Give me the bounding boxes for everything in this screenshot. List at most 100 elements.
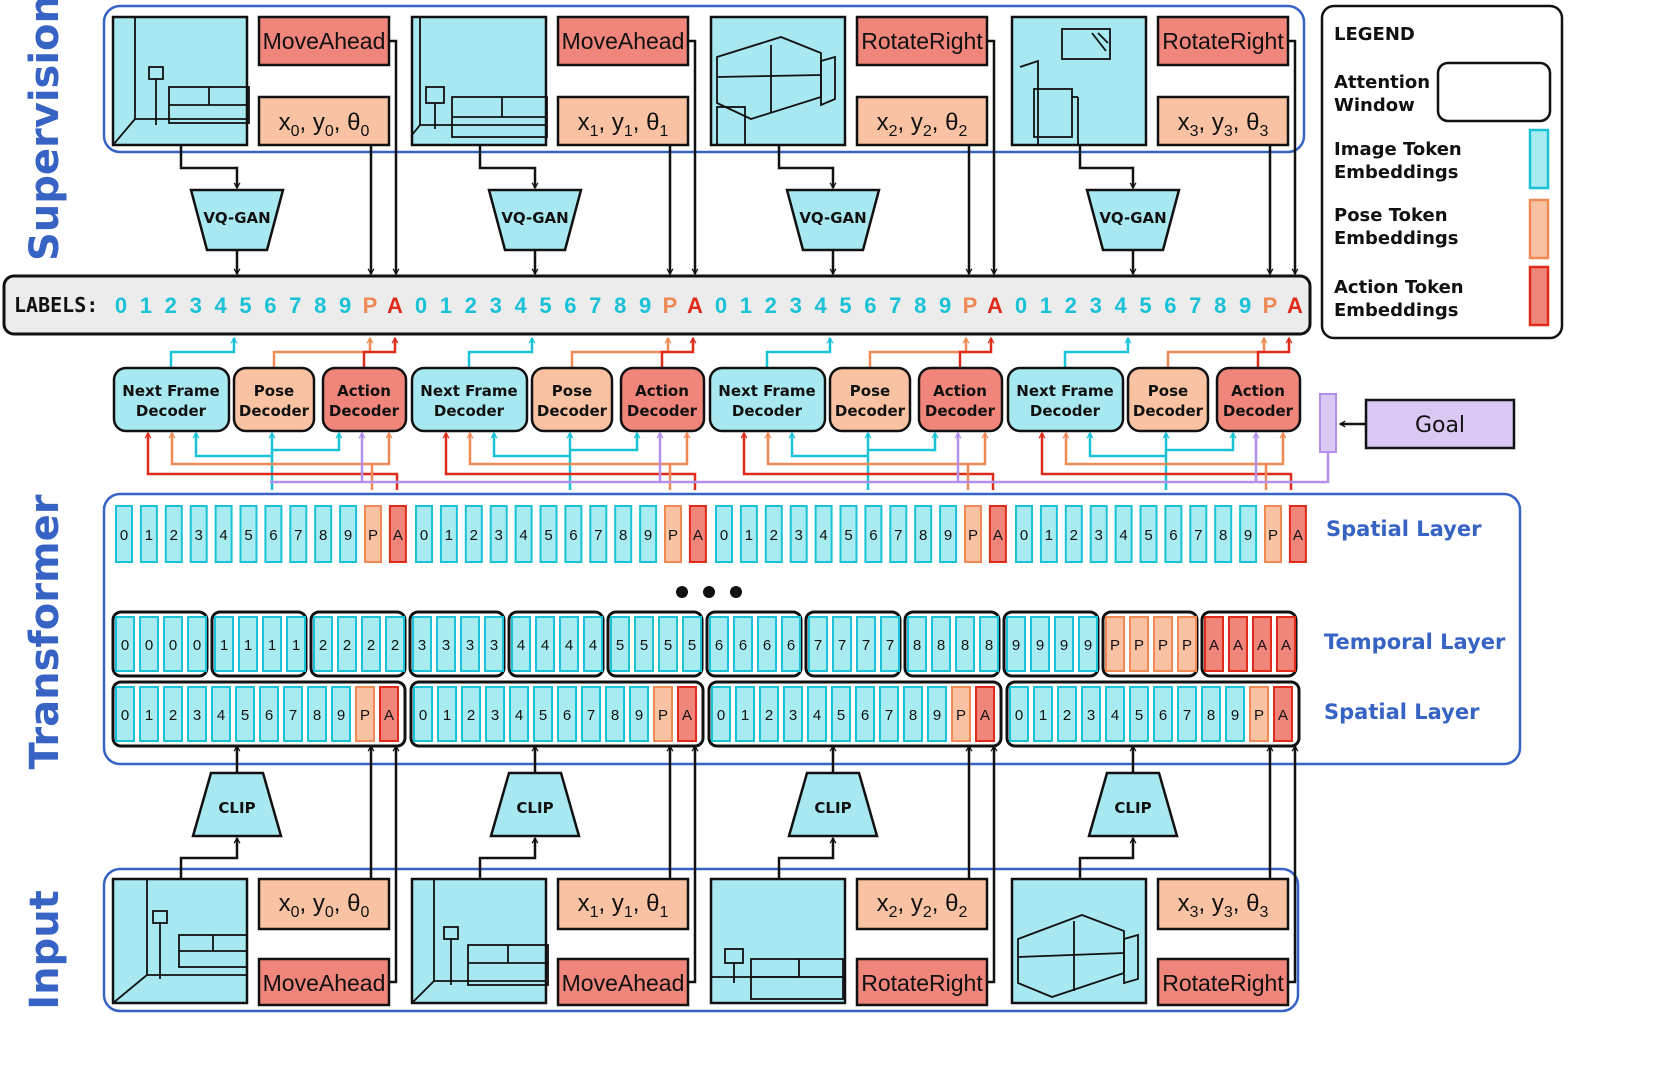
arrow-pose-out [1166,338,1264,368]
token-label: P [1134,637,1144,654]
token-label: 9 [1084,637,1092,654]
token-box [509,686,529,742]
token-box [951,686,971,742]
input-pose-label: x2, y2, θ2 [877,890,968,921]
spatial-bottom-token: 9 [331,686,351,742]
token-label: P [1182,637,1192,654]
spatial-bottom-token: P [951,686,971,742]
label-token: 4 [814,293,827,318]
supervision-frame [102,4,1306,154]
arrow-i-nf [792,433,868,458]
token-box [781,616,801,672]
arrow-action-tokens [688,746,695,984]
token-label: 2 [391,637,399,654]
temporal-token: 9 [1054,616,1074,672]
label-token: 7 [589,293,601,318]
layer-ellipsis [676,586,742,598]
vqgan-shape [785,188,881,252]
pose-decoder [1126,366,1210,433]
token-label: 3 [495,527,503,544]
label-token: 8 [314,293,326,318]
token-label: 2 [319,637,327,654]
token-box [535,616,555,672]
token-box [211,686,231,742]
temporal-token: 0 [139,616,159,672]
token-box [807,686,827,742]
temporal-token: A [1276,616,1296,672]
spatial-bottom-token: 1 [735,686,755,742]
token-label: 1 [268,637,276,654]
temporal-token: 8 [907,616,927,672]
spatial-top-token: 2 [764,505,783,563]
token-box [889,505,908,563]
token-box [677,686,697,742]
spatial-top-token: 1 [139,505,158,563]
supervision-action-box [1156,15,1290,67]
token-box [461,686,481,742]
clip-encoder-2: CLIP [787,771,879,838]
token-label: 8 [937,637,945,654]
spatial-top-token: A [688,505,707,563]
spatial-top-token: P [1264,505,1282,563]
label-token: 3 [490,293,502,318]
token-label: 9 [1244,527,1252,544]
token-box [163,616,183,672]
token-box [464,505,483,563]
temporal-token: 6 [757,616,777,672]
spatial-bottom-token: 4 [1105,686,1125,742]
spatial-bottom-token: 0 [413,686,433,742]
arrow-i-act [570,433,637,452]
token-box [931,616,951,672]
token-label: 7 [1194,527,1202,544]
token-box [313,616,333,672]
label-token: 9 [339,293,351,318]
arrow-p-act [670,433,687,466]
temporal-token: 5 [682,616,702,672]
spatial-bottom-token: 7 [1177,686,1197,742]
token-box [605,686,625,742]
token-label: 7 [587,707,595,724]
spatial-bottom-token: 3 [485,686,505,742]
token-label: 8 [961,637,969,654]
token-box [337,616,357,672]
supervision-pose-box [257,95,391,147]
supervision-pose-label: x0, y0, θ0 [279,109,370,140]
arrow-i-nf [494,433,570,458]
token-label: 7 [289,707,297,724]
token-box [412,616,432,672]
token-label: 6 [869,527,877,544]
spatial-bottom-token: 9 [1225,686,1245,742]
spatial-bottom-token: P [1249,686,1269,742]
spatial-bottom-token: 2 [461,686,481,742]
token-box [264,505,283,563]
token-box [163,686,183,742]
token-label: 9 [1231,707,1239,724]
spatial-bottom-token: 9 [927,686,947,742]
token-label: 4 [813,707,821,724]
arrow-p-nf [172,433,374,490]
token-box [711,686,731,742]
token-label: A [993,527,1003,544]
arrow-p-nf [768,433,970,490]
token-box [1276,616,1296,672]
spatial-top-token: 0 [115,505,133,563]
temporal-layer-label: Temporal Layer [1324,630,1506,654]
temporal-token: 1 [262,616,282,672]
temporal-token: 6 [709,616,729,672]
labels-bar-box [2,274,1312,336]
token-label: 6 [563,707,571,724]
label-token: 3 [1090,293,1102,318]
spatial-top-token: 0 [715,505,733,563]
token-label: 1 [741,707,749,724]
token-label: A [1293,527,1303,544]
